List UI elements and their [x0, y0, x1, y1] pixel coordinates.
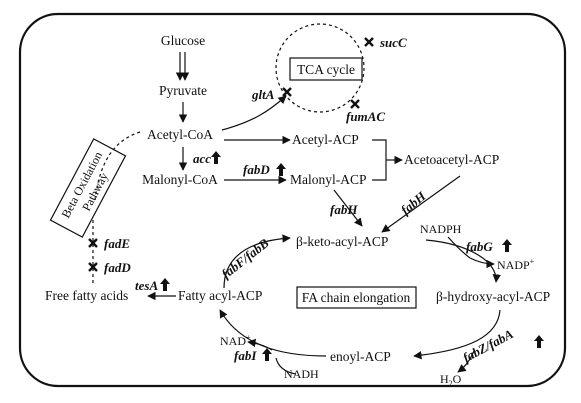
- node-enoyl-acp: enoyl-ACP: [330, 349, 391, 364]
- beta-oxidation-box: Beta Oxidation Pathway: [49, 138, 127, 238]
- gene-fabH-2: fabH: [398, 188, 429, 218]
- fabZ-up-arrow-icon: [534, 335, 544, 348]
- fumAC-knockout-icon: [350, 99, 360, 109]
- gene-fabI: fabI: [234, 348, 257, 363]
- fadE-knockout-icon: [88, 238, 98, 248]
- gene-fabD: fabD: [243, 162, 270, 177]
- curve-nadph: [447, 236, 471, 259]
- gene-fabF-fabB: fabF/fabB: [219, 235, 272, 281]
- fadD-knockout-icon: [88, 262, 98, 272]
- fa-elongation-box: [296, 286, 417, 309]
- arrow-betaketo-betahydroxy: [425, 239, 501, 283]
- arrow-fattyacyl-betaketo: [223, 234, 291, 289]
- byproduct-water: H2O: [440, 372, 462, 388]
- node-malonyl-coa: Malonyl-CoA: [142, 172, 218, 187]
- fa-elongation-label: FA chain elongation: [302, 290, 411, 305]
- gene-fumAC: fumAC: [346, 109, 385, 124]
- gene-gltA: gltA: [251, 87, 275, 102]
- sucC-knockout-icon: [364, 37, 374, 47]
- tesA-up-arrow-icon: [160, 278, 170, 291]
- curve-nad: [247, 338, 273, 351]
- gene-tesA: tesA: [135, 278, 158, 293]
- cofactor-nad: NAD+: [220, 333, 251, 348]
- tca-cycle-box: [289, 57, 363, 81]
- gene-acc: acc: [193, 151, 211, 166]
- arrow-acetylcoa-tca: [221, 95, 287, 131]
- fabI-up-arrow-icon: [262, 348, 272, 361]
- node-glucose: Glucose: [161, 33, 205, 48]
- cofactor-nadph: NADPH: [420, 222, 462, 236]
- curve-nadh: [275, 357, 297, 375]
- cofactor-nadh: NADH: [284, 367, 319, 381]
- arrow-malonylacp-betaketo: [333, 189, 363, 227]
- node-malonyl-acp: Malonyl-ACP: [290, 172, 367, 187]
- node-pyruvate: Pyruvate: [159, 83, 207, 98]
- node-acetyl-coa: Acetyl-CoA: [147, 127, 213, 142]
- curve-nadp: [469, 257, 495, 269]
- arrow-betahydroxy-enoyl: [413, 309, 501, 360]
- node-acetyl-acp: Acetyl-ACP: [292, 132, 359, 147]
- cofactor-nadp: NADP+: [497, 257, 535, 272]
- dash-betaox-acetylcoa: [94, 131, 141, 201]
- gene-fabH-1: fabH: [330, 202, 358, 217]
- gene-fabG: fabG: [466, 239, 493, 254]
- gene-fadD: fadD: [104, 260, 131, 275]
- acc-up-arrow-icon: [211, 151, 221, 164]
- arrow-to-water: [457, 350, 475, 373]
- fabD-up-arrow-icon: [276, 163, 286, 176]
- tca-cycle-label: TCA cycle: [297, 62, 355, 77]
- tca-cycle-circle: [275, 23, 365, 113]
- gene-fadE: fadE: [104, 236, 130, 251]
- bracket-condensation: [372, 139, 387, 181]
- gene-sucC: sucC: [379, 35, 407, 50]
- node-acetoacetyl-acp: Acetoacetyl-ACP: [404, 152, 499, 167]
- node-beta-hydroxy-acyl-acp: β-hydroxy-acyl-ACP: [436, 289, 550, 304]
- node-beta-keto-acyl-acp: β-keto-acyl-ACP: [296, 234, 388, 249]
- node-free-fatty-acids: Free fatty acids: [45, 288, 128, 303]
- arrow-acetoacetyl-betaketo: [381, 175, 461, 233]
- node-fatty-acyl-acp: Fatty acyl-ACP: [178, 288, 262, 303]
- fabG-up-arrow-icon: [502, 239, 512, 252]
- gltA-knockout-icon: [282, 87, 292, 97]
- cell-boundary: [18, 12, 567, 388]
- gene-fabZ-fabA: fabZ/fabA: [460, 326, 516, 365]
